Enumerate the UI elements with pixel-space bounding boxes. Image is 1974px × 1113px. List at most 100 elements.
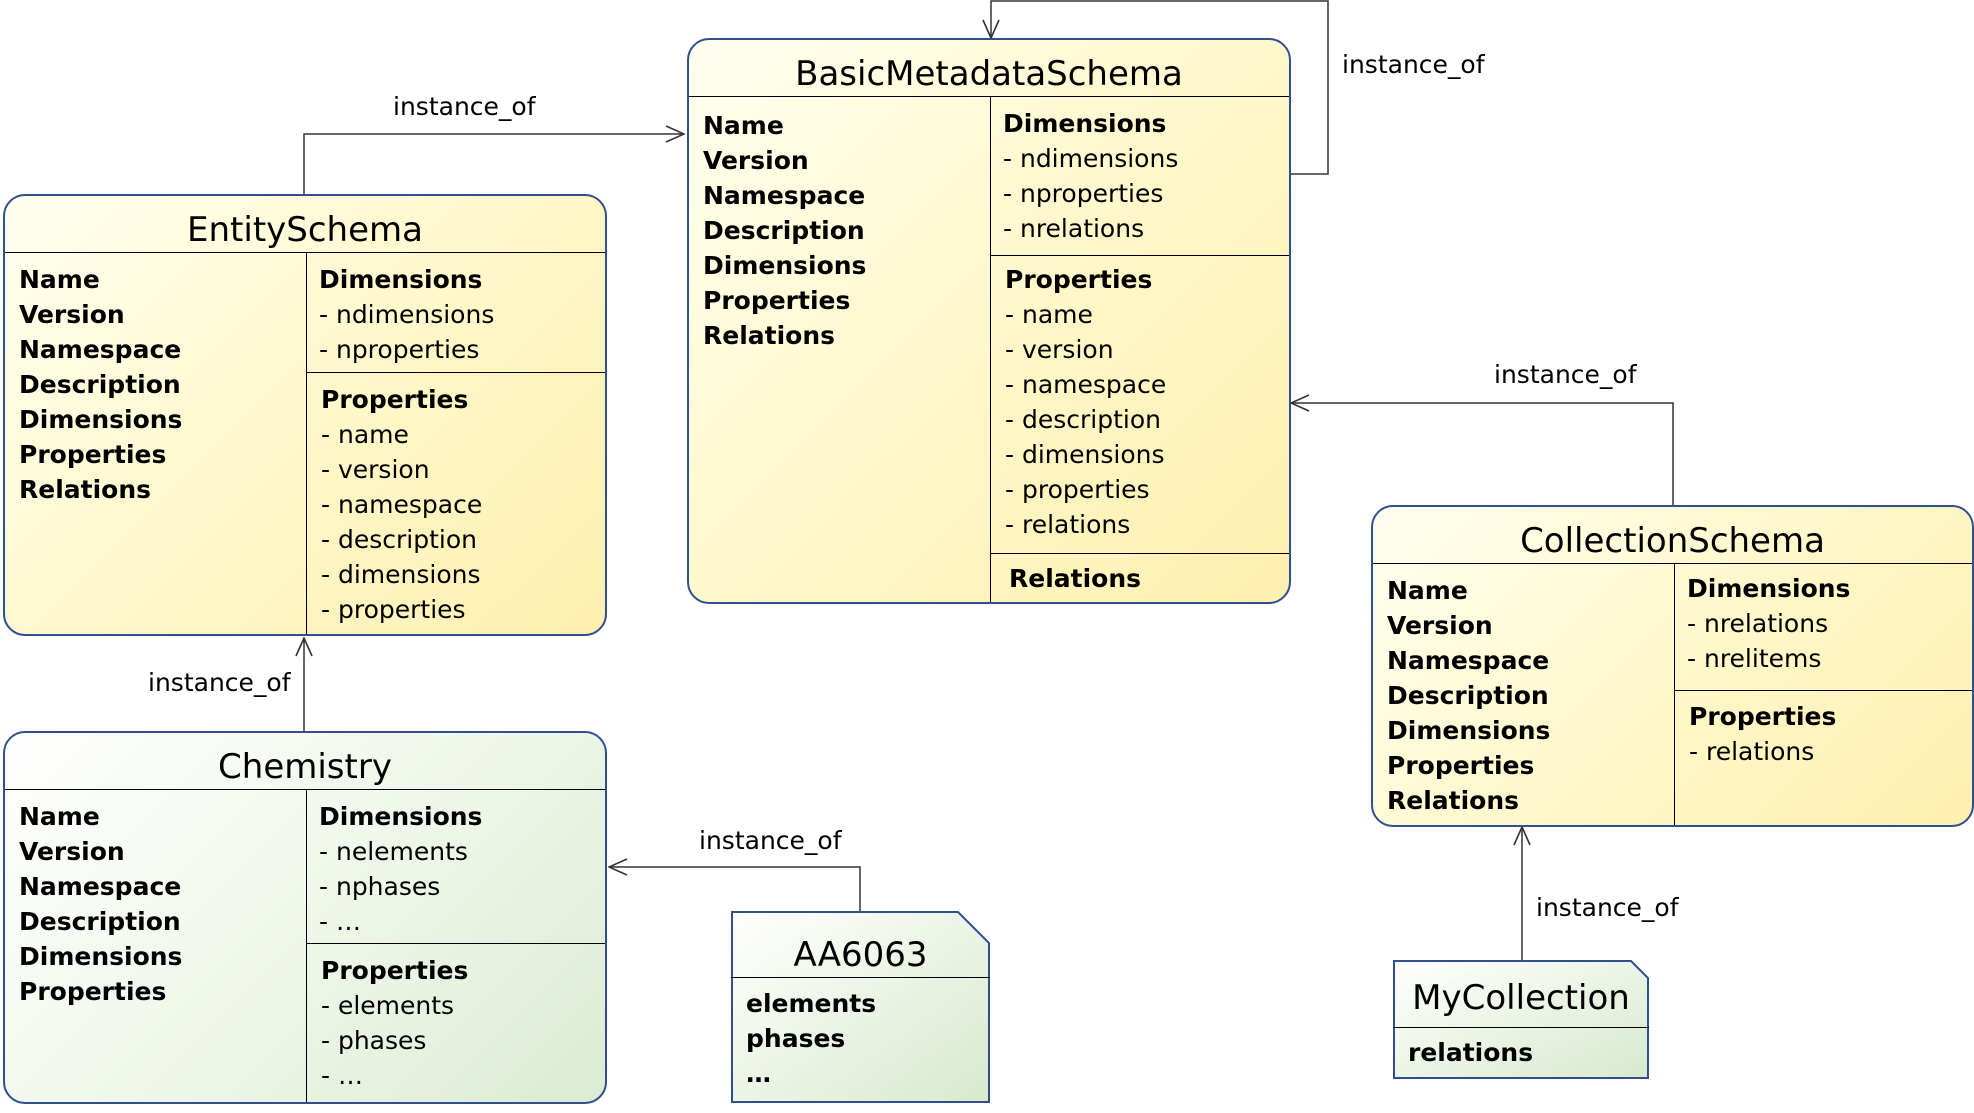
instance-items: relations bbox=[1408, 1035, 1533, 1070]
instance-item: … bbox=[746, 1059, 771, 1088]
field-list: Name Version Namespace Description Dimen… bbox=[19, 262, 182, 507]
instance-item: elements bbox=[746, 989, 877, 1018]
property-item: - name bbox=[321, 420, 409, 449]
field-dimensions: Dimensions bbox=[703, 251, 867, 280]
class-title: BasicMetadataSchema bbox=[689, 40, 1289, 97]
instance-divider bbox=[1393, 1027, 1649, 1028]
field-namespace: Namespace bbox=[703, 181, 866, 210]
edge-label-entity-basic: instance_of bbox=[393, 92, 536, 121]
relations-header: Relations bbox=[1009, 564, 1142, 593]
mycollection-instance[interactable]: MyCollection relations bbox=[1393, 960, 1649, 1079]
property-item: - dimensions bbox=[321, 560, 481, 589]
properties-section: Properties - name - version - namespace … bbox=[321, 382, 482, 627]
class-title: Chemistry bbox=[5, 733, 605, 790]
edge-label-mycollection-collection: instance_of bbox=[1536, 893, 1679, 922]
dimension-item: - nrelitems bbox=[1687, 644, 1822, 673]
field-version: Version bbox=[19, 300, 125, 329]
dimensions-section: Dimensions - nrelations - nrelitems bbox=[1687, 571, 1850, 676]
field-namespace: Namespace bbox=[1387, 646, 1550, 675]
dimensions-header: Dimensions bbox=[1687, 574, 1851, 603]
column-divider bbox=[306, 252, 307, 634]
field-list: Name Version Namespace Description Dimen… bbox=[19, 799, 182, 1009]
instance-items: elements phases … bbox=[746, 986, 876, 1091]
property-item: - namespace bbox=[1005, 370, 1167, 399]
property-item: - … bbox=[321, 1061, 363, 1090]
edge-basic-self bbox=[991, 0, 1329, 175]
field-properties: Properties bbox=[1387, 751, 1535, 780]
field-relations: Relations bbox=[703, 321, 836, 350]
properties-header: Properties bbox=[1005, 265, 1153, 294]
dimension-item: - nproperties bbox=[1003, 179, 1164, 208]
dimension-item: - nproperties bbox=[319, 335, 480, 364]
dimension-item: - ndimensions bbox=[1003, 144, 1179, 173]
field-description: Description bbox=[1387, 681, 1549, 710]
field-name: Name bbox=[19, 265, 100, 294]
field-properties: Properties bbox=[19, 440, 167, 469]
property-item: - version bbox=[321, 455, 430, 484]
dimensions-section: Dimensions - ndimensions - nproperties bbox=[319, 262, 494, 367]
edge-entity-to-basic bbox=[303, 134, 684, 196]
field-relations: Relations bbox=[1387, 786, 1520, 815]
property-item: - namespace bbox=[321, 490, 483, 519]
field-dimensions: Dimensions bbox=[19, 942, 183, 971]
note-shape bbox=[731, 911, 990, 1103]
dimension-item: - nphases bbox=[319, 872, 441, 901]
field-dimensions: Dimensions bbox=[19, 405, 183, 434]
field-version: Version bbox=[19, 837, 125, 866]
dimension-item: - … bbox=[319, 907, 361, 936]
properties-section: Properties - relations bbox=[1689, 699, 1836, 769]
column-divider bbox=[1674, 563, 1675, 825]
dimension-item: - nrelations bbox=[1687, 609, 1829, 638]
field-description: Description bbox=[19, 370, 181, 399]
field-name: Name bbox=[703, 111, 784, 140]
field-description: Description bbox=[19, 907, 181, 936]
aa6063-instance[interactable]: AA6063 elements phases … bbox=[731, 911, 990, 1103]
column-divider bbox=[306, 789, 307, 1102]
section-divider bbox=[306, 943, 605, 944]
basic-metadata-schema-class[interactable]: BasicMetadataSchema Name Version Namespa… bbox=[687, 38, 1291, 604]
property-item: - properties bbox=[321, 595, 466, 624]
dimensions-header: Dimensions bbox=[319, 802, 483, 831]
note-shape bbox=[1393, 960, 1649, 1079]
instance-title: MyCollection bbox=[1412, 978, 1630, 1018]
instance-item: relations bbox=[1408, 1038, 1534, 1067]
section-divider bbox=[990, 553, 1289, 554]
dimensions-header: Dimensions bbox=[1003, 109, 1167, 138]
instance-divider bbox=[731, 977, 990, 978]
section-divider bbox=[1674, 690, 1972, 691]
field-relations: Relations bbox=[19, 475, 152, 504]
edge-label-collection-basic: instance_of bbox=[1494, 360, 1637, 389]
class-title: EntitySchema bbox=[5, 196, 605, 253]
section-divider bbox=[990, 255, 1289, 256]
field-list: Name Version Namespace Description Dimen… bbox=[703, 108, 866, 353]
field-description: Description bbox=[703, 216, 865, 245]
field-name: Name bbox=[19, 802, 100, 831]
chemistry-class[interactable]: Chemistry Name Version Namespace Descrip… bbox=[3, 731, 607, 1104]
edge-collection-to-basic bbox=[1291, 403, 1674, 505]
field-list: Name Version Namespace Description Dimen… bbox=[1387, 573, 1550, 818]
dimension-item: - ndimensions bbox=[319, 300, 495, 329]
collection-schema-class[interactable]: CollectionSchema Name Version Namespace … bbox=[1371, 505, 1974, 827]
field-version: Version bbox=[703, 146, 809, 175]
property-item: - name bbox=[1005, 300, 1093, 329]
property-item: - version bbox=[1005, 335, 1114, 364]
section-divider bbox=[306, 372, 605, 373]
dimension-item: - nrelations bbox=[1003, 214, 1145, 243]
dimensions-section: Dimensions - ndimensions - nproperties -… bbox=[1003, 106, 1178, 246]
instance-item: phases bbox=[746, 1024, 846, 1053]
properties-section: Properties - name - version - namespace … bbox=[1005, 262, 1166, 542]
property-item: - description bbox=[1005, 405, 1161, 434]
property-item: - dimensions bbox=[1005, 440, 1165, 469]
property-item: - phases bbox=[321, 1026, 427, 1055]
property-item: - relations bbox=[1005, 510, 1131, 539]
edge-label-aa6063-chemistry: instance_of bbox=[699, 826, 842, 855]
properties-header: Properties bbox=[321, 956, 469, 985]
dimensions-section: Dimensions - nelements - nphases - … bbox=[319, 799, 482, 939]
field-properties: Properties bbox=[19, 977, 167, 1006]
property-item: - description bbox=[321, 525, 477, 554]
edge-label-basic-self: instance_of bbox=[1342, 50, 1485, 79]
edge-label-chemistry-entity: instance_of bbox=[148, 668, 291, 697]
dimension-item: - nelements bbox=[319, 837, 468, 866]
entity-schema-class[interactable]: EntitySchema Name Version Namespace Desc… bbox=[3, 194, 607, 636]
